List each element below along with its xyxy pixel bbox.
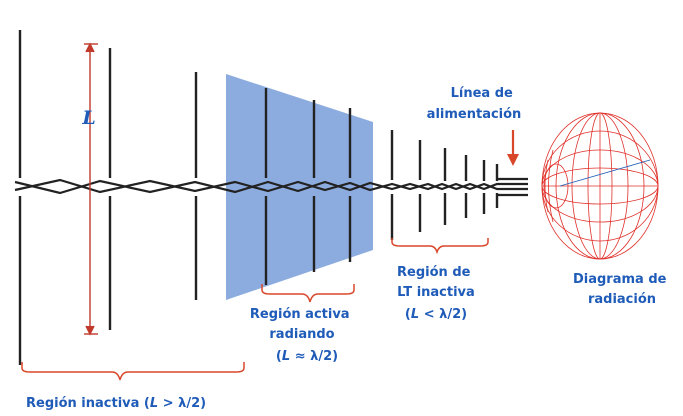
- feed-line-label: Línea de alimentación: [427, 86, 522, 122]
- lt-inactive-label: Región de LT inactiva: [397, 265, 475, 300]
- length-dimension-arrow: [84, 42, 98, 336]
- active-region-label: Región activa radiando: [250, 307, 354, 342]
- dipole-elements: [18, 30, 499, 365]
- feed-point-arrow: [507, 130, 519, 166]
- radiation-pattern: [541, 112, 659, 260]
- length-symbol: L: [81, 107, 95, 129]
- radiation-pattern-label: Diagrama de radiación: [573, 272, 671, 307]
- active-region-condition: (L ≈ λ/2): [276, 349, 338, 364]
- lt-inactive-brace: [391, 238, 489, 255]
- braces: [21, 238, 489, 381]
- transmission-line: [14, 177, 528, 197]
- active-region-shading: [226, 74, 373, 300]
- active-region-brace: [261, 284, 355, 303]
- inactive-region-brace: [21, 362, 245, 381]
- lt-inactive-condition: (L < λ/2): [405, 307, 467, 322]
- inactive-region-label: Región inactiva (L > λ/2): [26, 396, 206, 411]
